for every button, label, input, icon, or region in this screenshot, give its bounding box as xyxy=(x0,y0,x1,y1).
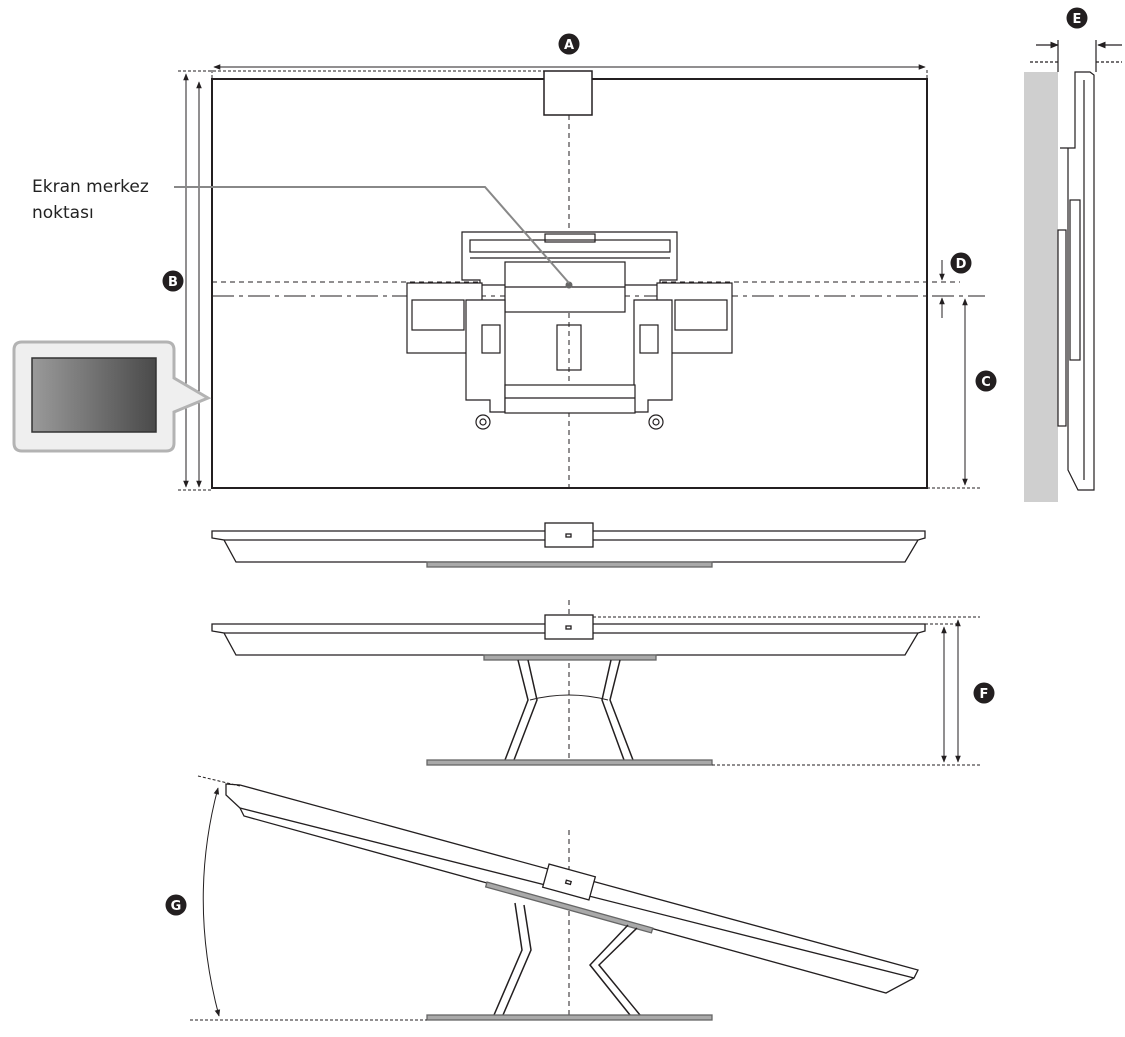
top-view-base xyxy=(426,561,713,568)
wall-mount-bracket xyxy=(406,231,733,430)
dimension-c xyxy=(927,298,980,489)
badge-a: A xyxy=(558,33,580,55)
screen-center-label-line2: noktası xyxy=(32,203,94,223)
top-view xyxy=(211,522,926,568)
dimension-a xyxy=(211,64,928,79)
svg-text:E: E xyxy=(1073,12,1082,27)
wall xyxy=(1024,72,1058,502)
dimension-b xyxy=(178,70,544,491)
stand-base xyxy=(426,759,713,766)
tv-thumbnail xyxy=(12,340,212,453)
screen-center-point xyxy=(565,281,573,289)
tilted-view xyxy=(225,783,919,1021)
svg-text:F: F xyxy=(980,687,989,702)
badge-g: G xyxy=(165,894,187,916)
screen-center-label: Ekran merkez xyxy=(32,177,149,197)
center-callout-line xyxy=(174,186,570,284)
dimension-g xyxy=(190,775,427,1021)
badge-b: B xyxy=(162,270,184,292)
svg-text:C: C xyxy=(981,375,991,390)
badge-d: D xyxy=(950,252,972,274)
side-view xyxy=(1024,40,1122,502)
badge-c: C xyxy=(975,370,997,392)
svg-text:B: B xyxy=(168,275,178,290)
svg-text:D: D xyxy=(956,257,967,272)
dimension-f xyxy=(593,616,980,766)
badge-e: E xyxy=(1066,7,1088,29)
center-block-top xyxy=(543,70,593,116)
badge-f: F xyxy=(973,682,995,704)
svg-text:A: A xyxy=(564,38,574,53)
svg-text:G: G xyxy=(171,899,182,914)
stand-view xyxy=(211,600,926,766)
front-view xyxy=(211,70,985,490)
tilted-stand-base xyxy=(426,1014,713,1021)
